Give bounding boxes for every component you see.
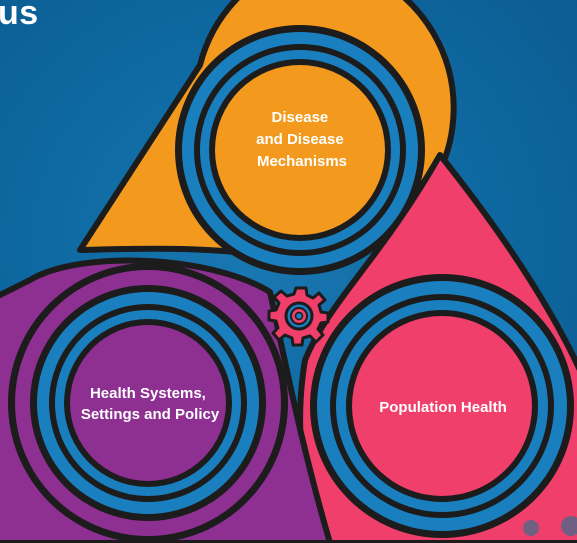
lobe-population-health[interactable]: Population Health [297, 152, 577, 543]
lobe-population-health-label: Population Health [379, 399, 507, 416]
page-heading: us [0, 0, 39, 32]
svg-text:Health Systems, Settings: Health Systems, Settings and Policy [81, 385, 220, 423]
lobe-disease-label-line-2: and Disease [256, 131, 344, 148]
lobe-health-systems-label-line-2: Settings and Policy [81, 406, 220, 423]
decorative-dot [523, 520, 539, 536]
lobe-disease-label-line-3: Mechanisms [257, 153, 347, 170]
gear-icon [267, 286, 330, 347]
decorative-dot [561, 516, 577, 536]
lobe-disease-label-line-1: Disease [272, 109, 329, 126]
lobe-health-systems[interactable]: Health Systems, Settings and Policy [0, 257, 333, 543]
svg-text:Disease and Disease: Disease and Disease Mechanisms [256, 109, 348, 170]
lobe-health-systems-label-line-1: Health Systems, [90, 385, 206, 402]
lobe-disease[interactable]: Disease and Disease Mechanisms [77, 0, 457, 275]
